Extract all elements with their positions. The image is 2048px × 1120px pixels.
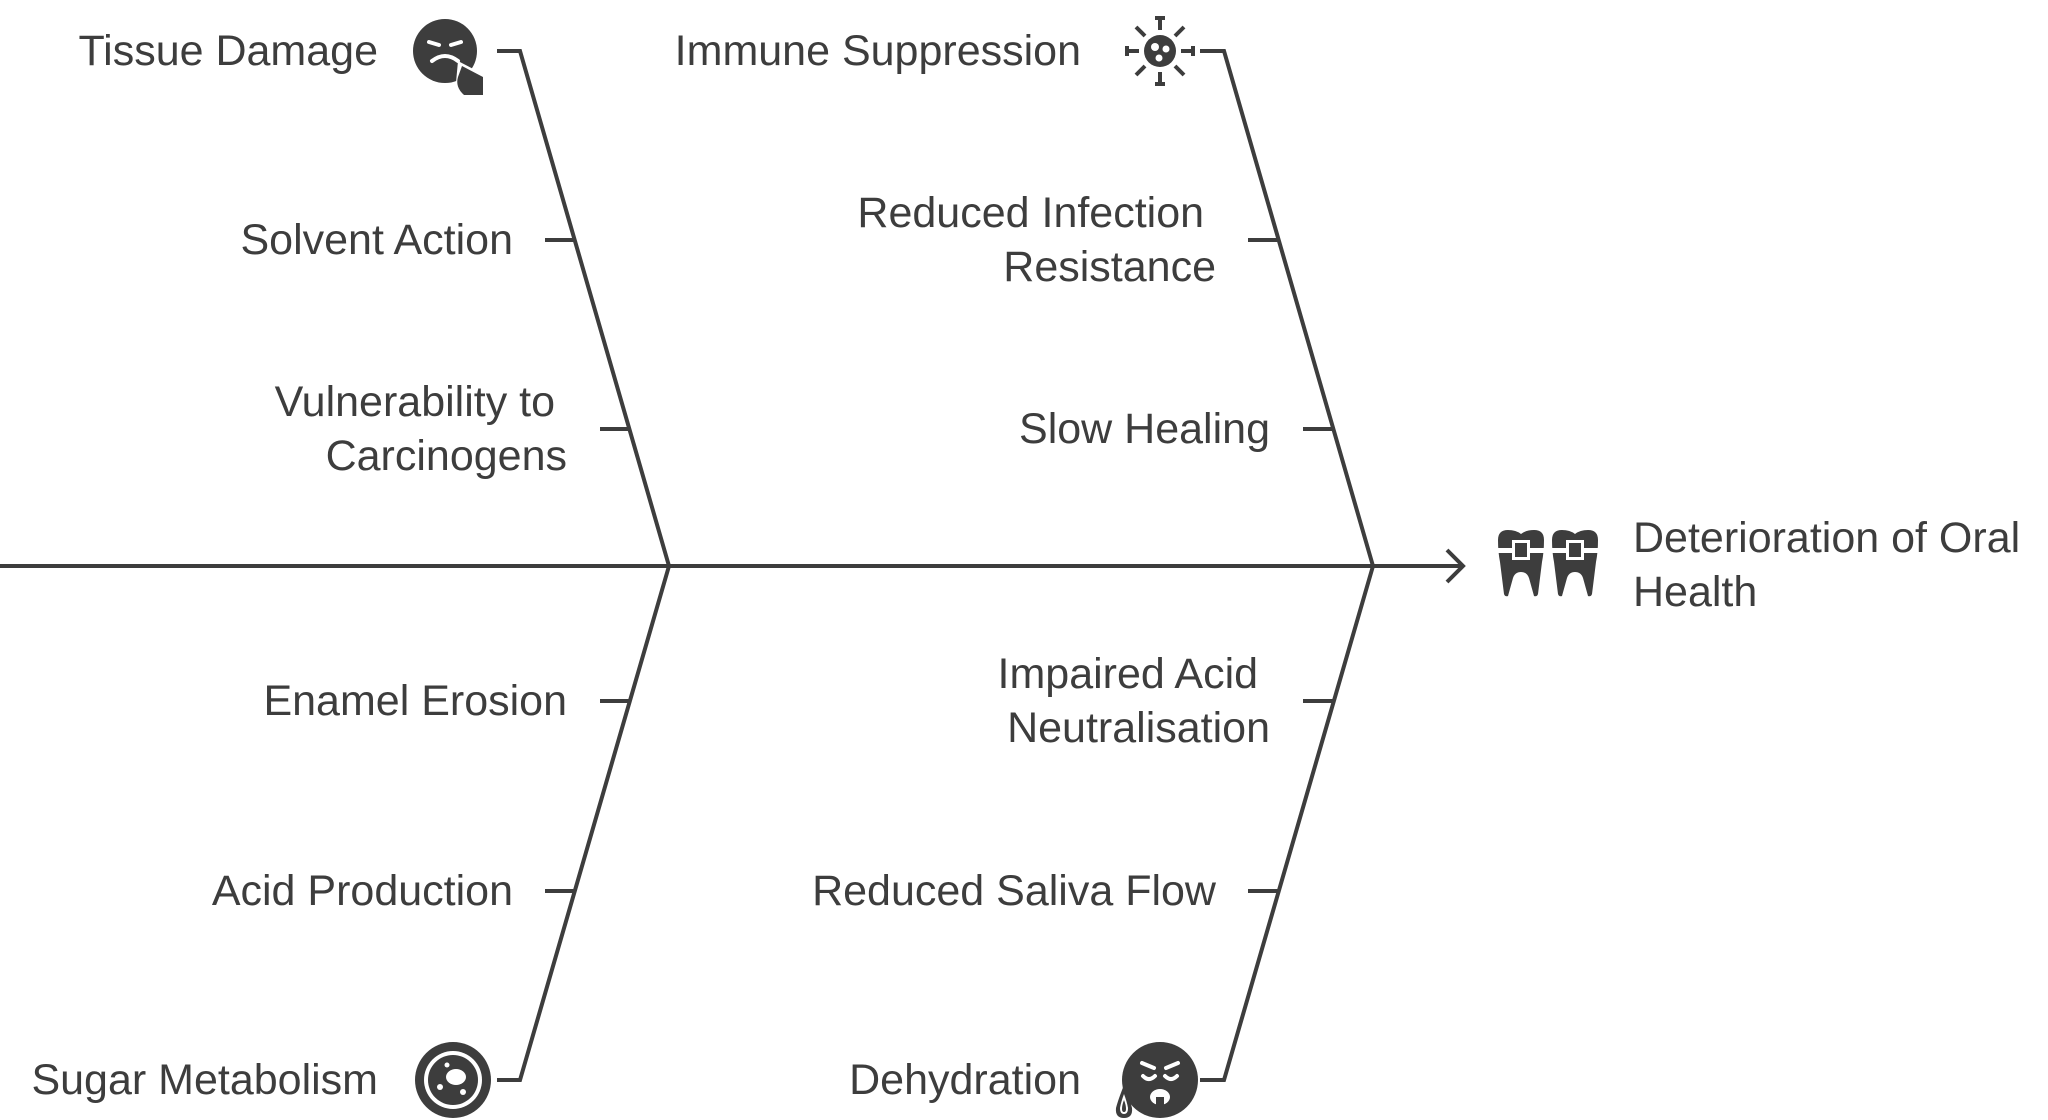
factor-line: Vulnerability to bbox=[275, 378, 555, 426]
bone-sugar-metabolism bbox=[497, 565, 671, 1082]
factor-label-solvent-action: Solvent Action bbox=[240, 216, 513, 264]
spine-arrowhead bbox=[1445, 548, 1466, 584]
effect-line: Health bbox=[1633, 568, 1757, 616]
bone-immune-suppression bbox=[1200, 49, 1375, 567]
tissue-damage-icon bbox=[413, 19, 483, 95]
factor-line: Resistance bbox=[1003, 243, 1216, 291]
factor-label-enamel-erosion: Enamel Erosion bbox=[263, 677, 567, 725]
factor-line: Neutralisation bbox=[1007, 704, 1270, 752]
factor-label-vulnerability-to-carcinogens: Vulnerability to Carcinogens bbox=[275, 378, 567, 480]
factor-line: Impaired Acid bbox=[998, 650, 1259, 698]
virus-icon bbox=[1125, 16, 1195, 86]
sweating-face-icon bbox=[1115, 1042, 1198, 1118]
cause-label-tissue-damage: Tissue Damage bbox=[78, 27, 378, 75]
bone-tissue-damage bbox=[497, 49, 671, 567]
factor-label-reduced-infection-resistance: Reduced Infection Resistance bbox=[857, 189, 1216, 291]
cell-icon bbox=[415, 1042, 491, 1118]
factor-line: Carcinogens bbox=[326, 432, 567, 480]
bone-dehydration bbox=[1200, 565, 1375, 1082]
factor-label-impaired-acid-neutralisation: Impaired Acid Neutralisation bbox=[998, 650, 1270, 752]
cause-label-immune-suppression: Immune Suppression bbox=[675, 27, 1081, 75]
cause-label-dehydration: Dehydration bbox=[849, 1056, 1081, 1104]
factor-line: Reduced Infection bbox=[857, 189, 1204, 237]
factor-label-slow-healing: Slow Healing bbox=[1019, 405, 1270, 453]
factor-label-reduced-saliva-flow: Reduced Saliva Flow bbox=[812, 867, 1217, 915]
cause-label-sugar-metabolism: Sugar Metabolism bbox=[31, 1056, 378, 1104]
factor-label-acid-production: Acid Production bbox=[212, 867, 513, 915]
effect-line: Deterioration of Oral bbox=[1633, 514, 2020, 562]
teeth-braces-icon bbox=[1492, 530, 1604, 597]
effect-label: Deterioration of Oral Health bbox=[1633, 514, 2032, 616]
